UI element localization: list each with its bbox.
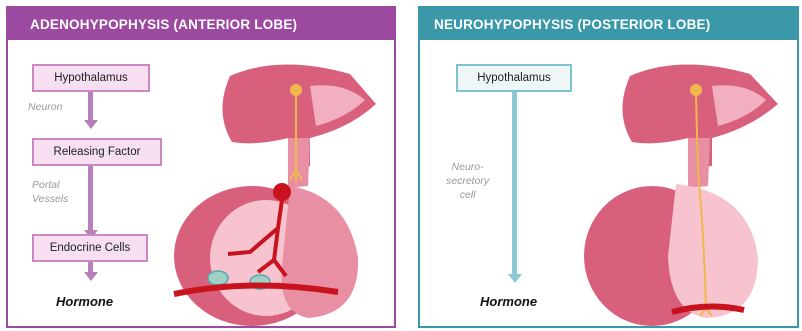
releasing-factor-box: Releasing Factor [32, 138, 162, 166]
hormone-output-label: Hormone [56, 294, 113, 309]
anterior-lobe-title: ADENOHYPOPHYSIS (ANTERIOR LOBE) [8, 8, 394, 40]
anterior-lobe-panel: ADENOHYPOPHYSIS (ANTERIOR LOBE) Hypothal… [6, 6, 396, 328]
neurosecretory-connector [512, 92, 517, 276]
neuron-connector [88, 92, 93, 122]
endocrine-cells-box: Endocrine Cells [32, 234, 148, 262]
arrow-down-icon [84, 272, 98, 281]
hypothalamus-box: Hypothalamus [456, 64, 572, 92]
posterior-pituitary-illustration [580, 46, 792, 328]
neuron-label: Neuron [28, 100, 62, 114]
portal-vessels-label: Portal Vessels [32, 178, 68, 206]
hormone-output-label: Hormone [480, 294, 537, 309]
arrow-down-icon [508, 274, 522, 283]
hypothalamus-box: Hypothalamus [32, 64, 150, 92]
neurosecretory-cell-label: Neuro- secretory cell [446, 160, 489, 202]
anterior-pituitary-illustration [160, 46, 390, 328]
posterior-lobe-title: NEUROHYPOPHYSIS (POSTERIOR LOBE) [420, 8, 797, 40]
portal-vessels-connector [88, 166, 93, 232]
posterior-lobe-panel: NEUROHYPOPHYSIS (POSTERIOR LOBE) Hypotha… [418, 6, 799, 328]
arrow-down-icon [84, 120, 98, 129]
